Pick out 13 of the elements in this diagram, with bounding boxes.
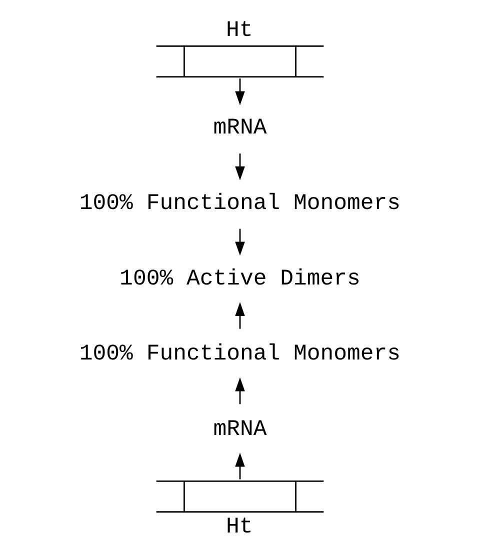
node-label: Ht <box>226 17 252 44</box>
arrow <box>234 154 244 180</box>
arrow <box>234 377 244 404</box>
node-text: 100% Functional Monomers <box>78 190 400 216</box>
node-text: mRNA <box>212 114 266 141</box>
arrow <box>234 228 244 256</box>
arrow <box>234 78 244 106</box>
arrow <box>234 302 244 329</box>
arrow <box>234 452 244 480</box>
node-text: mRNA <box>212 416 266 442</box>
node-text: 100% Active Dimers <box>119 265 360 292</box>
node-text: 100% Functional Monomers <box>78 340 400 367</box>
node-label: Ht <box>226 514 252 540</box>
